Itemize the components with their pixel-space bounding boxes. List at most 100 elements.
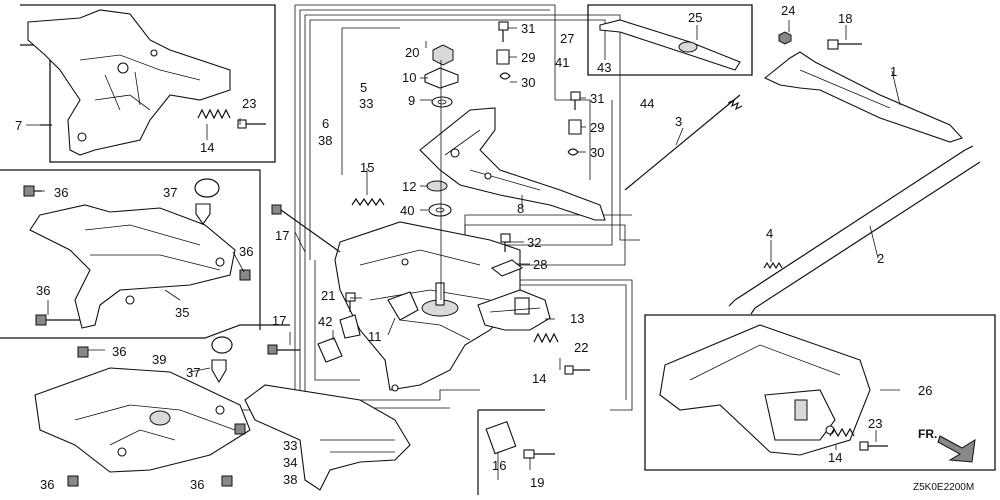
bolt-36-d (77, 346, 89, 358)
label-part-23-a: 23 (242, 96, 256, 111)
part-7-bracket (27, 9, 231, 156)
part-42-clip (317, 314, 361, 363)
label-part-39: 39 (152, 352, 166, 367)
label-part-36-c: 36 (36, 283, 50, 298)
label-part-23-b: 23 (868, 416, 882, 431)
part-8-lever (419, 107, 606, 221)
label-part-31-a: 31 (521, 21, 535, 36)
spring-14-a (197, 108, 231, 120)
label-part-16: 16 (492, 458, 506, 473)
bolt-22 (564, 365, 590, 375)
part-33-plate (244, 384, 411, 491)
label-part-21: 21 (321, 288, 335, 303)
label-part-35: 35 (175, 305, 189, 320)
label-part-42: 42 (318, 314, 332, 329)
spring-14-b (533, 332, 559, 344)
label-part-3: 3 (675, 114, 682, 129)
bolt-17-a (271, 204, 341, 253)
label-part-19: 19 (530, 475, 544, 490)
clip-30-b (567, 148, 579, 156)
holder-29-b (568, 119, 582, 135)
label-part-40: 40 (400, 203, 414, 218)
nut-24 (778, 31, 792, 45)
group-outlines (240, 4, 640, 411)
part-39-cover (34, 367, 251, 473)
label-part-10: 10 (402, 70, 416, 85)
label-part-24: 24 (781, 3, 795, 18)
label-part-37-b: 37 (186, 365, 200, 380)
bolt-36-f (221, 475, 233, 487)
bolt-36-e (67, 475, 79, 487)
label-part-36-b: 36 (239, 244, 253, 259)
bolt-23-b (859, 441, 888, 451)
direction-label: FR. (918, 427, 937, 441)
bolt-36-c (35, 314, 80, 326)
label-part-43: 43 (597, 60, 611, 75)
part-1-lever (763, 51, 963, 143)
label-part-38-b: 38 (283, 472, 297, 487)
bolt-23-a (237, 119, 266, 129)
label-part-14-b: 14 (532, 371, 546, 386)
label-part-5: 5 (360, 80, 367, 95)
label-part-34: 34 (283, 455, 297, 470)
label-part-13: 13 (570, 311, 584, 326)
label-part-38-a: 38 (318, 133, 332, 148)
bolt-36-g (234, 423, 246, 435)
washer-12 (426, 180, 448, 192)
label-part-6: 6 (322, 116, 329, 131)
screw-31-b (570, 91, 581, 110)
part-10-lever (424, 67, 459, 89)
diagram-code: Z5K0E2200M (913, 482, 974, 493)
label-part-33-a: 33 (359, 96, 373, 111)
label-part-30-a: 30 (521, 75, 535, 90)
screw-32 (500, 233, 511, 252)
label-part-41: 41 (555, 55, 569, 70)
part-35-cover (29, 204, 236, 329)
part-13-bracket (477, 289, 551, 331)
label-part-29-a: 29 (521, 50, 535, 65)
label-part-9: 9 (408, 93, 415, 108)
label-part-18: 18 (838, 11, 852, 26)
bolt-36-b (239, 269, 251, 281)
label-part-32: 32 (527, 235, 541, 250)
label-part-36-e: 36 (40, 477, 54, 492)
label-part-29-b: 29 (590, 120, 604, 135)
label-part-26: 26 (918, 383, 932, 398)
bolt-19 (523, 449, 555, 459)
label-part-15: 15 (360, 160, 374, 175)
spring-4 (763, 261, 783, 270)
spring-14-c (829, 427, 855, 438)
label-part-12: 12 (402, 179, 416, 194)
label-part-20: 20 (405, 45, 419, 60)
label-part-2: 2 (877, 251, 884, 266)
washer-9 (431, 96, 453, 108)
washer-40 (428, 203, 452, 217)
part-2-rod (728, 145, 981, 315)
label-part-31-b: 31 (590, 91, 604, 106)
label-part-7: 7 (15, 118, 22, 133)
label-part-33-b: 33 (283, 438, 297, 453)
label-part-25: 25 (688, 10, 702, 25)
label-part-36-a: 36 (54, 185, 68, 200)
label-part-4: 4 (766, 226, 773, 241)
label-part-8: 8 (517, 201, 524, 216)
collar-16 (485, 420, 517, 455)
label-part-22: 22 (574, 340, 588, 355)
part-26-housing (659, 324, 871, 456)
part-3-cable (624, 94, 743, 191)
label-part-36-d: 36 (112, 344, 126, 359)
clip-37-b (211, 336, 233, 384)
control-base (334, 221, 521, 392)
nut-20 (432, 44, 454, 66)
bolt-21 (345, 292, 356, 312)
front-direction-arrow (937, 435, 976, 463)
part-11-bracket (387, 291, 419, 321)
bolt-18 (827, 39, 862, 50)
label-part-44: 44 (640, 96, 654, 111)
label-part-28: 28 (533, 257, 547, 272)
label-part-11: 11 (368, 329, 382, 344)
label-part-17-a: 17 (275, 228, 289, 243)
clip-37-a (194, 178, 220, 225)
label-part-1: 1 (890, 64, 897, 79)
